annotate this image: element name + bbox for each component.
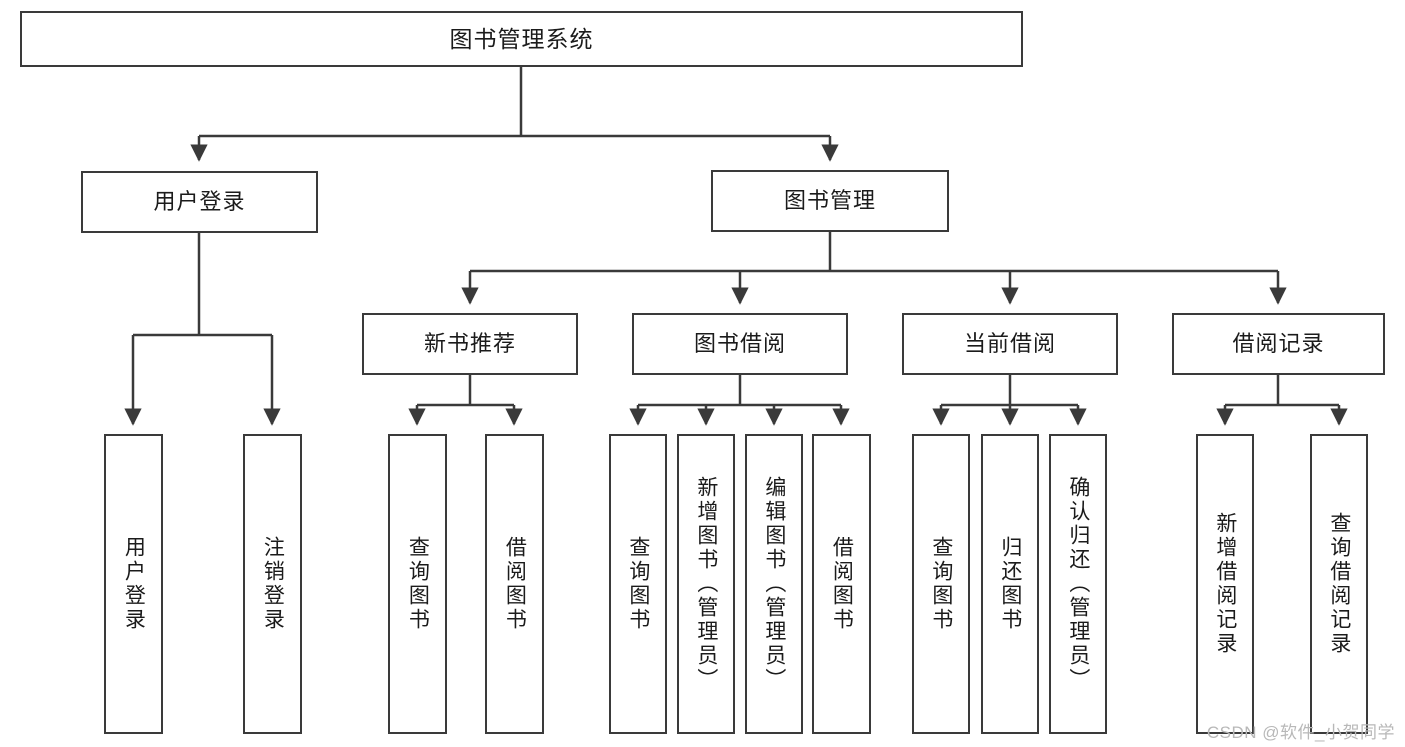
node-root[interactable]: 图书管理系统 <box>20 11 1023 67</box>
node-label: 图书借阅 <box>693 331 786 357</box>
node-label: 图书管理系统 <box>449 25 594 52</box>
leaf-borrow-query-book[interactable]: 查询图书 <box>609 434 667 734</box>
leaf-record-add-record[interactable]: 新增借阅记录 <box>1196 434 1254 734</box>
node-current-borrow[interactable]: 当前借阅 <box>902 313 1118 375</box>
leaf-user-login-login[interactable]: 用户登录 <box>104 434 163 734</box>
node-label: 查询图书 <box>406 536 430 632</box>
node-new-book-recommend[interactable]: 新书推荐 <box>362 313 578 375</box>
node-label: 用户登录 <box>153 189 246 215</box>
leaf-recommend-query-book[interactable]: 查询图书 <box>388 434 447 734</box>
node-label: 归还图书 <box>998 536 1022 632</box>
leaf-borrow-edit-book[interactable]: 编辑图书（管理员） <box>745 434 803 734</box>
leaf-current-confirm-return[interactable]: 确认归还（管理员） <box>1049 434 1107 734</box>
node-label: 当前借阅 <box>963 331 1056 357</box>
leaf-borrow-add-book[interactable]: 新增图书（管理员） <box>677 434 735 734</box>
node-label: 新增借阅记录 <box>1213 512 1237 656</box>
node-label: 借阅记录 <box>1232 331 1325 357</box>
node-book-borrow[interactable]: 图书借阅 <box>632 313 848 375</box>
leaf-record-query-record[interactable]: 查询借阅记录 <box>1310 434 1368 734</box>
node-label: 新书推荐 <box>423 331 516 357</box>
node-borrow-record[interactable]: 借阅记录 <box>1172 313 1385 375</box>
node-label: 查询图书 <box>929 536 953 632</box>
node-label: 新增图书（管理员） <box>694 476 718 692</box>
node-label: 借阅图书 <box>503 536 527 632</box>
leaf-current-return-book[interactable]: 归还图书 <box>981 434 1039 734</box>
node-label: 查询图书 <box>626 536 650 632</box>
node-label: 借阅图书 <box>830 536 854 632</box>
leaf-borrow-borrow-book[interactable]: 借阅图书 <box>812 434 871 734</box>
node-label: 注销登录 <box>261 536 285 632</box>
node-book-management[interactable]: 图书管理 <box>711 170 949 232</box>
node-label: 用户登录 <box>122 536 146 632</box>
leaf-recommend-borrow-book[interactable]: 借阅图书 <box>485 434 544 734</box>
node-label: 图书管理 <box>783 188 876 214</box>
node-user-login[interactable]: 用户登录 <box>81 171 318 233</box>
node-label: 确认归还（管理员） <box>1066 476 1090 692</box>
node-label: 查询借阅记录 <box>1327 512 1351 656</box>
leaf-current-query-book[interactable]: 查询图书 <box>912 434 970 734</box>
node-label: 编辑图书（管理员） <box>762 476 786 692</box>
leaf-user-login-logout[interactable]: 注销登录 <box>243 434 302 734</box>
